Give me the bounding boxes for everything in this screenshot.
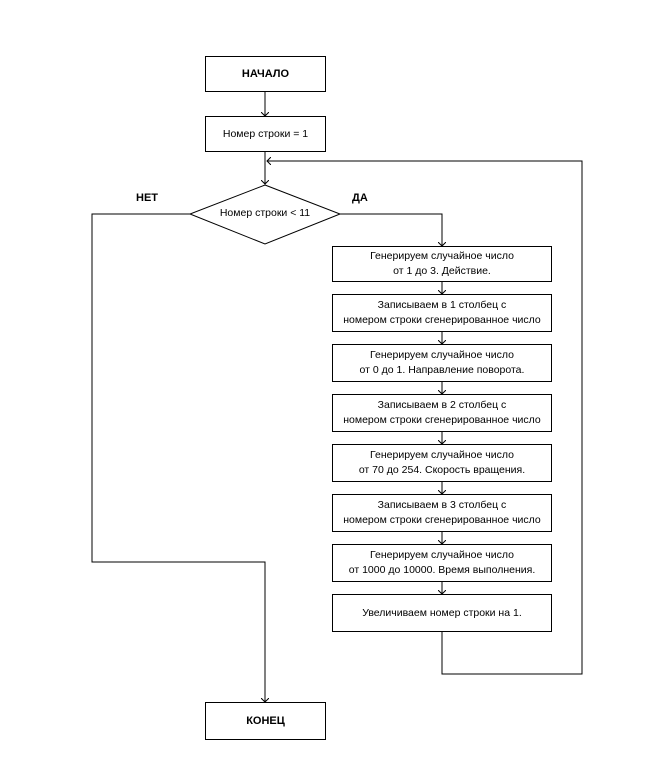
step-line-1: Генерируем случайное число [370,349,514,361]
step-line-1: Записываем в 3 столбец с [377,499,507,511]
start-terminal: НАЧАЛО [205,56,326,92]
step-line-2: номером строки сгенерированное число [343,314,541,326]
start-label: НАЧАЛО [241,67,290,80]
step-line-1: Генерируем случайное число [370,449,514,461]
process-step: Генерируем случайное число от 0 до 1. Нап… [332,344,552,382]
step-line-2: от 1 до 3. Действие. [393,265,491,277]
step-line-1: Записываем в 2 столбец с [377,399,507,411]
arrow-no-branch [91,213,265,702]
step-line-1: Записываем в 1 столбец с [377,299,507,311]
step-line-1: Увеличиваем номер строки на 1. [362,606,522,619]
arrow-yes-branch [340,213,442,246]
process-step: Записываем в 1 столбец с номером строки с… [332,294,552,332]
step-line-2: от 1000 до 10000. Время выполнения. [348,564,536,576]
yes-label: ДА [352,192,368,204]
init-label: Номер строки = 1 [222,127,309,140]
step-line-2: номером строки сгенерированное число [343,414,541,426]
arrow-loop-back [267,161,583,675]
condition-label: Номер строки < 11 [219,207,311,219]
step-line-1: Генерируем случайное число [370,549,514,561]
process-step: Генерируем случайное число от 1000 до 100… [332,544,552,582]
process-step: Генерируем случайное число от 70 до 254. … [332,444,552,482]
end-label: КОНЕЦ [246,714,285,727]
step-line-2: от 70 до 254. Скорость вращения. [358,464,526,476]
step-line-1: Генерируем случайное число [370,250,514,262]
process-step: Генерируем случайное число от 1 до 3. Дей… [332,246,552,282]
init-process: Номер строки = 1 [205,116,326,152]
end-terminal: КОНЕЦ [205,702,326,740]
step-line-2: номером строки сгенерированное число [343,514,541,526]
step-line-2: от 0 до 1. Направление поворота. [359,364,525,376]
condition-diamond [188,184,342,245]
process-step: Записываем в 3 столбец с номером строки с… [332,494,552,532]
process-step: Записываем в 2 столбец с номером строки с… [332,394,552,432]
process-step: Увеличиваем номер строки на 1. [332,594,552,632]
no-label: НЕТ [136,192,158,204]
